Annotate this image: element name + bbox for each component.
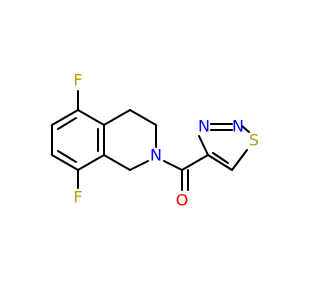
atom-f-top: F (73, 71, 82, 90)
bond-n2-carbonyl-c (163, 160, 183, 171)
atom-n-ring: N (150, 146, 162, 165)
bond-n2-c1 (129, 160, 149, 171)
bond-c8-c8a (77, 154, 105, 171)
bond-c1-c8a (103, 154, 131, 171)
atom-f-bottom: F (73, 188, 82, 207)
atom-s-thiadiazole: S (249, 131, 259, 150)
molecule-canvas: F F N O N N S (51, 70, 260, 210)
bond-thiadiazole-c4-n3 (198, 135, 209, 156)
bond-c5-c6-inner (57, 117, 77, 130)
bond-layer (51, 90, 250, 191)
bond-thiadiazole-n2-s1 (241, 125, 250, 133)
bond-thiadiazole-s1-c5 (231, 149, 248, 171)
bond-c7-c8 (51, 154, 79, 171)
bond-c5-c6 (51, 109, 79, 126)
bond-c7-c8-inner (57, 150, 77, 163)
atom-n-thiadiazole-a: N (198, 117, 210, 136)
bond-c4a-c4 (103, 109, 131, 126)
bond-thiadiazole-c5-c4-outer (207, 154, 233, 171)
bond-carbonyl-c4-thiadiazole (181, 154, 209, 171)
molecule-structure: F F N O N N S (51, 71, 259, 210)
atom-o-carbonyl: O (176, 191, 189, 210)
atom-n-thiadiazole-b: N (232, 117, 244, 136)
bond-thiadiazole-c5-c4-inner (212, 152, 229, 164)
bond-c4-c3 (129, 109, 157, 126)
atom-label-layer: F F N O N N S (73, 71, 259, 210)
bond-c4a-c5 (77, 109, 105, 126)
